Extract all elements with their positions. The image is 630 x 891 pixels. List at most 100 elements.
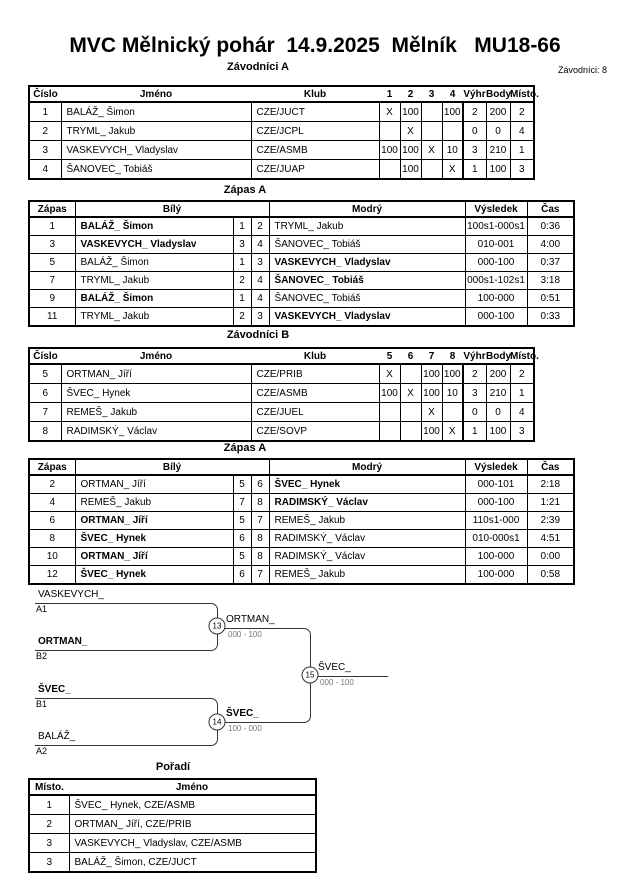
col-g4: 4 [442, 86, 463, 103]
match-circle-13: 13 [208, 617, 226, 635]
section-heading-competitors-b: Závodníci B [226, 329, 290, 341]
col-number: Číslo [29, 86, 61, 103]
col-result: Výsledek [464, 458, 528, 476]
col-g4: 8 [442, 348, 463, 365]
blue-name-cell: RADIMSKÝ_ Václav [268, 529, 466, 548]
competitors-a-table: Číslo Jméno Klub 1 2 3 4 Výhr Body Místo… [28, 85, 539, 180]
blue-number-cell: 4 [250, 271, 270, 290]
match-number-cell: 2 [28, 474, 76, 494]
g1-cell: 100 [378, 383, 401, 403]
result-cell: 000-100 [464, 253, 528, 272]
name-cell: ORTMAN_ Jíří, CZE/PRIB [68, 814, 317, 834]
place-cell: 3 [28, 852, 70, 873]
blue-name-cell: TRYML_ Jakub [268, 216, 466, 236]
bracket-seed-label: B2 [36, 651, 48, 661]
col-name: Jméno [69, 779, 316, 796]
bracket-entry-name: VASKEVYCH_ [38, 589, 104, 600]
bracket-score: 000 - 100 [320, 678, 354, 687]
bracket-line-b1 [35, 698, 218, 723]
bracket-line-final-winner [310, 676, 388, 677]
competitor-row: 3 VASKEVYCH_ Vladyslav CZE/ASMB 100 100 … [28, 140, 535, 160]
blue-number-cell: 7 [250, 511, 270, 530]
g2-cell [399, 421, 422, 442]
number-cell: 5 [28, 363, 62, 384]
blue-name-cell: REMEŠ_ Jakub [268, 565, 466, 585]
competitors-b-table: Číslo Jméno Klub 5 6 7 8 Výhr Body Místo… [28, 347, 539, 442]
competitor-row: 6 ŠVEC_ Hynek CZE/ASMB 100 X 100 10 3 21… [28, 383, 535, 403]
place-cell: 3 [509, 421, 535, 442]
col-g1: 5 [379, 348, 400, 365]
g1-cell [378, 159, 401, 180]
name-cell: VASKEVYCH_ Vladyslav [60, 140, 252, 160]
place-cell: 1 [509, 383, 535, 403]
finals-bracket: 13 14 15 VASKEVYCH_ A1 ORTMAN_ B2 ORTMAN… [28, 583, 603, 768]
col-g3: 3 [421, 86, 442, 103]
match-number-cell: 10 [28, 547, 76, 566]
g3-cell [420, 121, 443, 141]
match-row: 11 TRYML_ Jakub 2 3 VASKEVYCH_ Vladyslav… [28, 307, 575, 327]
bracket-winner-name: ŠVEC_ [318, 662, 351, 673]
g3-cell: 100 [420, 363, 443, 384]
number-cell: 7 [28, 402, 62, 422]
result-cell: 000-100 [464, 307, 528, 327]
club-cell: CZE/ASMB [250, 140, 380, 160]
name-cell: RADIMSKÝ_ Václav [60, 421, 252, 442]
matches-a-table: Zápas Bílý Modrý Výsledek Čas 1 BALÁŽ_ Š… [28, 200, 576, 327]
blue-number-cell: 6 [250, 474, 270, 494]
time-cell: 0:58 [526, 565, 575, 585]
blue-number-cell: 4 [250, 235, 270, 254]
white-number-cell: 1 [232, 289, 252, 308]
number-cell: 4 [28, 159, 62, 180]
white-number-cell: 6 [232, 529, 252, 548]
blue-number-cell: 7 [250, 565, 270, 585]
place-cell: 1 [28, 794, 70, 815]
g3-cell: 100 [420, 421, 443, 442]
standings-table: Místo. Jméno 1 ŠVEC_ Hynek, CZE/ASMB 2 O… [28, 778, 317, 873]
competitor-row: 1 BALÁŽ_ Šimon CZE/JUCT X 100 100 2 200 … [28, 101, 535, 122]
number-cell: 8 [28, 421, 62, 442]
name-cell: ŠVEC_ Hynek [60, 383, 252, 403]
blue-name-cell: VASKEVYCH_ Vladyslav [268, 253, 466, 272]
blue-name-cell: ŠANOVEC_ Tobiáš [268, 235, 466, 254]
name-cell: TRYML_ Jakub [60, 121, 252, 141]
g1-cell [378, 402, 401, 422]
col-place: Místo. [29, 779, 69, 796]
match-number-cell: 5 [28, 253, 76, 272]
g1-cell: X [378, 101, 401, 122]
wins-cell: 3 [462, 383, 487, 403]
g3-cell: X [420, 140, 443, 160]
club-cell: CZE/JUCT [250, 101, 380, 122]
name-cell: BALÁŽ_ Šimon [60, 101, 252, 122]
bracket-line-a2 [35, 722, 218, 746]
white-name-cell: VASKEVYCH_ Vladyslav [74, 235, 234, 254]
club-cell: CZE/SOVP [250, 421, 380, 442]
blue-number-cell: 2 [250, 216, 270, 236]
result-cell: 100-000 [464, 289, 528, 308]
col-wins: Výhr [463, 86, 486, 103]
points-cell: 210 [485, 140, 511, 160]
section-heading-standings: Pořadí [155, 761, 191, 773]
number-cell: 6 [28, 383, 62, 403]
place-cell: 3 [28, 833, 70, 853]
place-cell: 2 [509, 363, 535, 384]
name-cell: VASKEVYCH_ Vladyslav, CZE/ASMB [68, 833, 317, 853]
col-wins: Výhr [463, 348, 486, 365]
col-g2: 6 [400, 348, 421, 365]
time-cell: 4:00 [526, 235, 575, 254]
bracket-seed-label: A2 [36, 746, 48, 756]
match-row: 5 BALÁŽ_ Šimon 1 3 VASKEVYCH_ Vladyslav … [28, 253, 575, 272]
place-cell: 4 [509, 402, 535, 422]
white-name-cell: TRYML_ Jakub [74, 307, 234, 327]
blue-number-cell: 8 [250, 547, 270, 566]
name-cell: ŠANOVEC_ Tobiáš [60, 159, 252, 180]
match-number-cell: 11 [28, 307, 76, 327]
table-header-row: Zápas Bílý Modrý Výsledek Čas [28, 200, 575, 218]
white-name-cell: TRYML_ Jakub [74, 271, 234, 290]
col-g2: 2 [400, 86, 421, 103]
standing-row: 1 ŠVEC_ Hynek, CZE/ASMB [28, 794, 317, 815]
page-title: MVC Mělnický pohár 14.9.2025 Mělník MU18… [69, 34, 561, 57]
place-cell: 3 [509, 159, 535, 180]
time-cell: 1:21 [526, 493, 575, 512]
g1-cell: X [378, 363, 401, 384]
